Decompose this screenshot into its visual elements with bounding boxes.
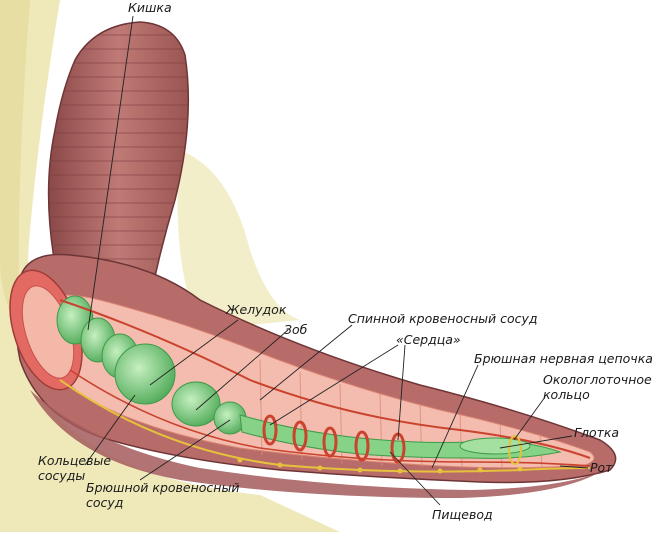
label-bryushnaya-tsepochka: Брюшная нервная цепочка: [474, 351, 653, 366]
label-zheludok: Желудок: [226, 302, 287, 317]
label-zob: Зоб: [284, 322, 308, 337]
label-kishka: Кишка: [128, 0, 172, 15]
soil-background: [0, 0, 340, 532]
label-okologlotochnoe: Окологлоточное кольцо: [543, 372, 652, 402]
crop: [171, 381, 221, 427]
leader-lines: [84, 15, 589, 506]
label-glotka: Глотка: [574, 425, 620, 440]
label-koltsevye: Кольцевые сосуды: [38, 453, 112, 483]
blood-vessels: [59, 299, 591, 467]
worm-body: [9, 21, 617, 498]
digestive-tract: [56, 295, 562, 459]
nerve-chain: [59, 379, 591, 474]
stomach: [114, 343, 176, 405]
label-bryushnoy-sosud: Брюшной кровеносный сосуд: [86, 480, 240, 510]
label-spinnoy: Спинной кровеносный сосуд: [348, 311, 538, 326]
pharynx: [459, 437, 531, 455]
nerve-ring: [508, 435, 522, 465]
label-pishchevod: Пищевод: [432, 507, 493, 522]
label-serdtsa: «Сердца»: [396, 332, 461, 347]
label-rot: Рот: [590, 460, 613, 475]
